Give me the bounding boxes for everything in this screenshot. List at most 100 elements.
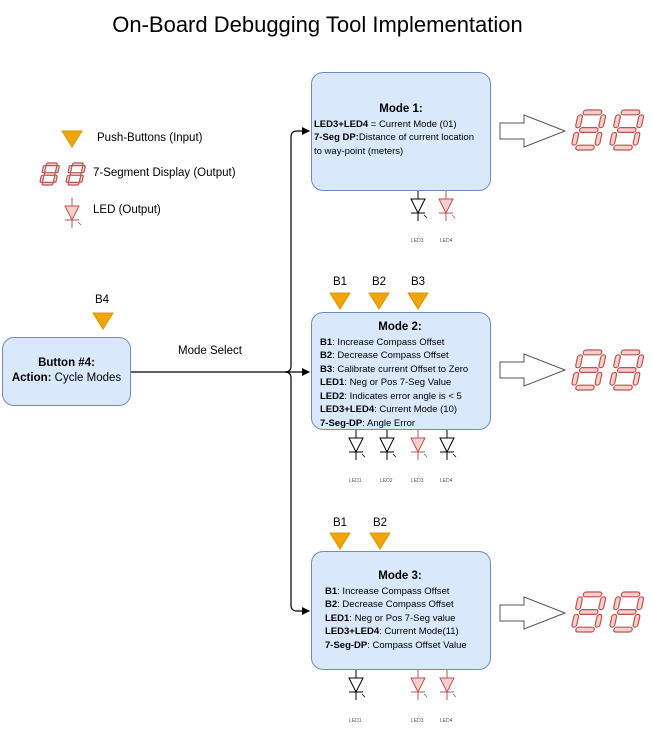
mode1-output-arrow [499, 114, 567, 148]
mode2-title: Mode 2: [378, 321, 422, 333]
mode3-line: 7-Seg-DP: Compass Offset Value [325, 639, 488, 653]
mode1-led-label: LED3 [411, 238, 424, 244]
mode3-led-label: LED3 [411, 718, 424, 724]
mode2-led2-icon [379, 430, 397, 460]
mode1-line: LED3+LED4 = Current Mode (01) [314, 118, 488, 132]
mode2-line-text: : Angle Error [362, 417, 416, 429]
mode1-line-text: Distance of current location [358, 132, 474, 143]
mode3-led-label: LED4 [440, 718, 453, 724]
mode3-line-text: : Increase Compass Offset [337, 585, 450, 597]
mode3-seven-seg-display [571, 591, 645, 633]
mode3-line: B2: Decrease Compass Offset [325, 598, 488, 612]
mode2-led4-icon [439, 430, 457, 460]
mode2-line-key: B3 [320, 363, 333, 375]
mode2-led-label: LED3 [411, 478, 424, 484]
mode1-line: to way-point (meters) [314, 145, 488, 159]
mode3-button-label: B2 [373, 517, 388, 529]
mode2-led3-icon [410, 430, 428, 460]
mode1-seven-seg-display [571, 109, 645, 151]
mode3-line: LED1: Neg or Pos 7-Seg value [325, 612, 488, 626]
mode2-line-text: : Decrease Compass Offset [332, 350, 449, 361]
mode3-button-icon [369, 532, 391, 550]
mode2-line-text: : Indicates error angle is < 5 [344, 390, 462, 402]
mode3-led4-icon [439, 670, 457, 700]
mode3-led1-icon [348, 670, 366, 700]
mode2-line-text: : Current Mode (10) [374, 404, 458, 415]
mode3-line-text: : Current Mode(11) [379, 626, 459, 637]
mode2-line: B1: Increase Compass Offset [320, 336, 488, 350]
mode3-line: LED3+LED4: Current Mode(11) [325, 625, 488, 639]
legend-push-button-icon [61, 130, 83, 148]
mode2-led1-icon [348, 430, 366, 460]
mode3-led3-icon [410, 670, 428, 700]
mode2-button-icon [407, 292, 429, 310]
mode2-line: 7-Seg-DP: Angle Error [320, 417, 488, 431]
button4-action-value: Cycle Modes [51, 372, 122, 384]
mode2-line-key: B1 [320, 336, 333, 348]
mode3-line-key: B2 [325, 599, 338, 610]
mode3-output-arrow [499, 596, 567, 630]
mode3-line-key: B1 [325, 585, 338, 597]
button4-name: Button #4: [38, 357, 95, 369]
mode2-line-key: B2 [320, 350, 333, 361]
mode1-led4-icon [438, 191, 456, 221]
mode1-line-text: = Current Mode (01) [368, 118, 457, 130]
mode3-button-label: B1 [333, 517, 348, 529]
mode2-line-key: LED3+LED4 [320, 404, 375, 415]
mode3-line-text: : Neg or Pos 7-Seg value [349, 612, 456, 624]
mode2-button-icon [368, 292, 390, 310]
mode3-led-label: LED1 [349, 718, 362, 724]
mode2-line: LED1: Neg or Pos 7-Seg Value [320, 376, 488, 390]
mode2-button-label: B3 [411, 276, 426, 288]
mode2-line: LED2: Indicates error angle is < 5 [320, 390, 488, 404]
mode3-title: Mode 3: [378, 570, 422, 582]
mode3-line-text: : Compass Offset Value [367, 639, 467, 651]
mode2-seven-seg-display [571, 349, 645, 391]
mode2-led-label: LED4 [440, 478, 453, 484]
mode2-line-key: LED2 [320, 390, 345, 402]
diagram-title: On-Board Debugging Tool Implementation [112, 12, 523, 37]
legend-seven-seg-label: 7-Segment Display (Output) [93, 167, 236, 179]
mode3-line: B1: Increase Compass Offset [325, 585, 488, 599]
mode1-led-label: LED4 [440, 238, 453, 244]
mode2-output-arrow [499, 353, 567, 387]
button4-box: Button #4: Action: Cycle Modes [2, 337, 131, 406]
mode2-button-label: B2 [372, 276, 387, 288]
legend-seven-seg-icon [39, 162, 86, 186]
mode2-line: B3: Calibrate current Offset to Zero [320, 363, 488, 377]
mode2-button-icon [329, 292, 351, 310]
mode1-line: 7-Seg DP:Distance of current location [314, 131, 488, 145]
mode2-led-label: LED1 [349, 478, 362, 484]
mode2-line: B2: Decrease Compass Offset [320, 349, 488, 363]
mode1-box: Mode 1: LED3+LED4 = Current Mode (01)7-S… [311, 72, 491, 191]
mode1-title: Mode 1: [379, 103, 423, 115]
mode2-led-label: LED2 [380, 478, 393, 484]
mode1-line-key: LED3+LED4 [314, 118, 369, 130]
legend-push-buttons-label: Push-Buttons (Input) [97, 132, 203, 144]
mode3-line-key: LED3+LED4 [325, 626, 380, 637]
legend-led-label: LED (Output) [93, 204, 161, 216]
mode2-line-key: LED1 [320, 377, 345, 388]
mode1-line-key: 7-Seg DP: [314, 132, 359, 143]
mode2-button-label: B1 [333, 276, 348, 288]
mode3-line-key: LED1 [325, 612, 350, 624]
mode3-line-text: : Decrease Compass Offset [337, 599, 454, 610]
b4-button-icon [92, 312, 114, 330]
legend-led-icon [64, 198, 82, 228]
mode-select-label: Mode Select [178, 345, 242, 357]
mode1-line-text: to way-point (meters) [314, 145, 404, 157]
connector-lines [131, 127, 310, 615]
mode2-line-key: 7-Seg-DP [320, 417, 363, 429]
mode2-line-text: : Neg or Pos 7-Seg Value [344, 377, 452, 388]
b4-label: B4 [95, 294, 110, 306]
mode2-line: LED3+LED4: Current Mode (10) [320, 403, 488, 417]
button4-action-key: Action: [11, 372, 52, 384]
mode3-line-key: 7-Seg-DP [325, 639, 368, 651]
mode2-line-text: : Increase Compass Offset [332, 336, 445, 348]
mode3-button-icon [329, 532, 351, 550]
mode1-led3-icon [410, 191, 428, 221]
mode2-line-text: : Calibrate current Offset to Zero [332, 363, 469, 375]
